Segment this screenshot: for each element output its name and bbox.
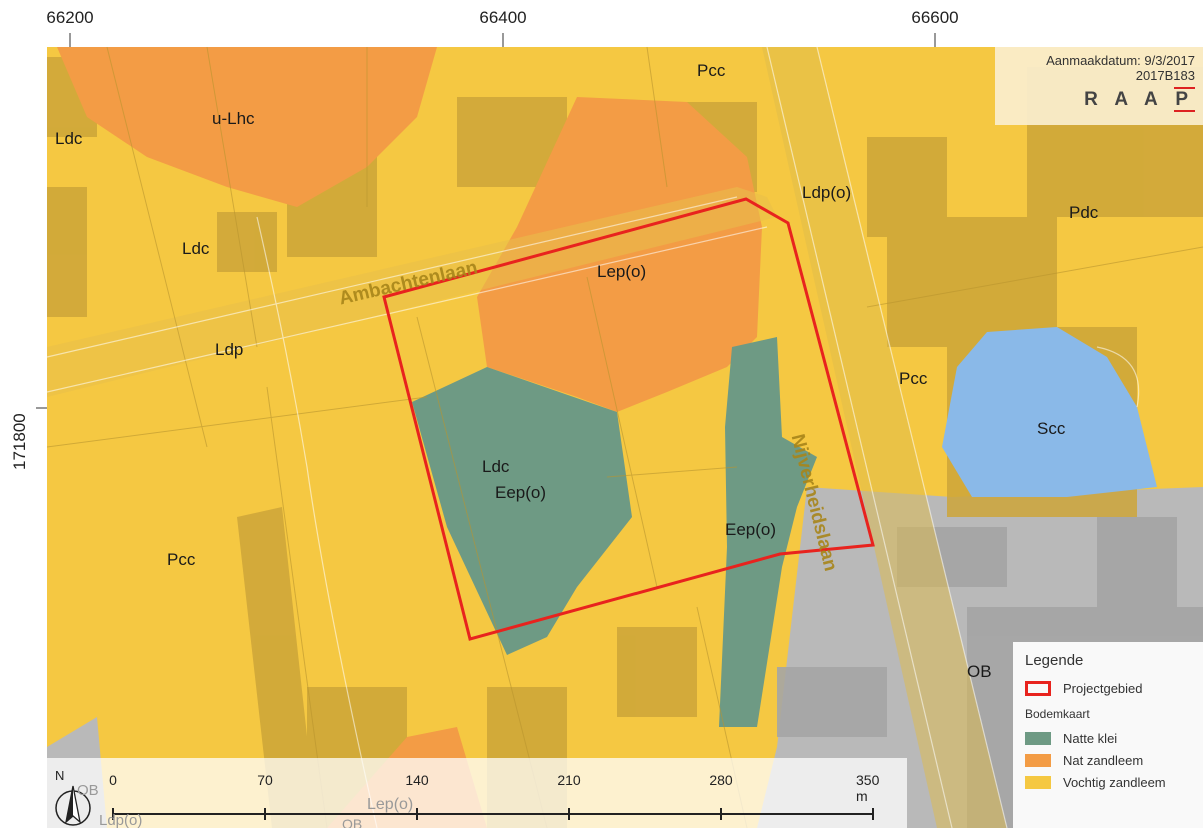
label-lep-o-south: Lep(o) [367, 796, 414, 813]
coord-x-66400: 66400 [479, 8, 527, 27]
legend-label-nat-zandleem: Nat zandleem [1063, 752, 1144, 768]
legend-item-project: Projectgebied [1025, 677, 1191, 699]
area-u-lhc [57, 47, 437, 207]
legend-panel: Legende Projectgebied Bodemkaart Natte k… [1013, 642, 1203, 828]
map-canvas[interactable]: u-Lhc Ldc Ldc Ldp Pcc Pcc Pcc Ldp(o) Pdc… [47, 47, 1203, 828]
coord-x-66200: 66200 [46, 8, 94, 27]
label-ob-a: OB [967, 662, 992, 681]
info-box: Aanmaakdatum: 9/3/2017 2017B183 R A A P [995, 47, 1203, 125]
label-eep-o-b: Eep(o) [725, 520, 777, 539]
label-ob-b: OB [77, 782, 99, 799]
legend-item-natte-klei: Natte klei [1025, 727, 1191, 749]
project-swatch [1025, 680, 1051, 696]
legend-item-vochtig-zandleem: Vochtig zandleem [1025, 771, 1191, 793]
scale-label-70: 70 [257, 772, 273, 788]
legend-title: Legende [1025, 652, 1084, 669]
label-eep-o-a: Eep(o) [495, 483, 547, 502]
label-pcc-b: Pcc [697, 61, 726, 80]
legend-subtitle: Bodemkaart [1025, 707, 1090, 721]
scale-bar: N 0 70 140 210 280 350 m Lep(o) Ldp(o) O… [47, 758, 907, 828]
legend-label-vochtig-zandleem: Vochtig zandleem [1063, 774, 1166, 790]
label-ldp-o-south: Ldp(o) [99, 812, 143, 828]
legend-item-nat-zandleem: Nat zandleem [1025, 749, 1191, 771]
label-pcc-a: Pcc [167, 550, 196, 569]
label-lep-o: Lep(o) [597, 262, 647, 281]
label-pdc: Pdc [1069, 203, 1099, 222]
area-scc [942, 327, 1157, 497]
scale-label-280: 280 [709, 772, 733, 788]
scale-label-0: 0 [109, 772, 117, 788]
label-u-lhc: u-Lhc [212, 109, 255, 128]
area-eep-o-east [719, 337, 817, 727]
label-pcc-c: Pcc [899, 369, 928, 388]
label-ldc-a: Ldc [55, 129, 83, 148]
vochtig-zandleem-swatch [1025, 775, 1051, 789]
natte-klei-swatch [1025, 731, 1051, 745]
label-ldc-c: Ldc [482, 457, 510, 476]
scale-label-350: 350 m [856, 772, 880, 804]
project-code: 2017B183 [1135, 68, 1195, 83]
road-nijverheidslaan [762, 47, 1007, 828]
legend-label-natte-klei: Natte klei [1063, 730, 1118, 746]
parcel-lines [47, 47, 1203, 828]
area-eep-o-west [412, 367, 632, 655]
nat-zandleem-swatch [1025, 753, 1051, 767]
legend-project-label: Projectgebied [1063, 680, 1143, 696]
label-ob-c: OB [342, 816, 363, 828]
creation-date: Aanmaakdatum: 9/3/2017 [1046, 53, 1195, 68]
scale-label-210: 210 [557, 772, 581, 788]
scale-bar-graphic [55, 785, 874, 826]
label-ldp-o: Ldp(o) [802, 183, 852, 202]
label-ldp: Ldp [215, 340, 244, 359]
raap-logo: R A A P [1084, 87, 1195, 112]
road-edges [47, 47, 1140, 828]
scale-label-140: 140 [405, 772, 429, 788]
label-ldc-b: Ldc [182, 239, 210, 258]
coord-x-66600: 66600 [911, 8, 959, 27]
label-scc: Scc [1037, 419, 1066, 438]
north-label: N [55, 768, 65, 783]
project-boundary [382, 197, 875, 641]
north-arrow-icon [55, 785, 91, 826]
